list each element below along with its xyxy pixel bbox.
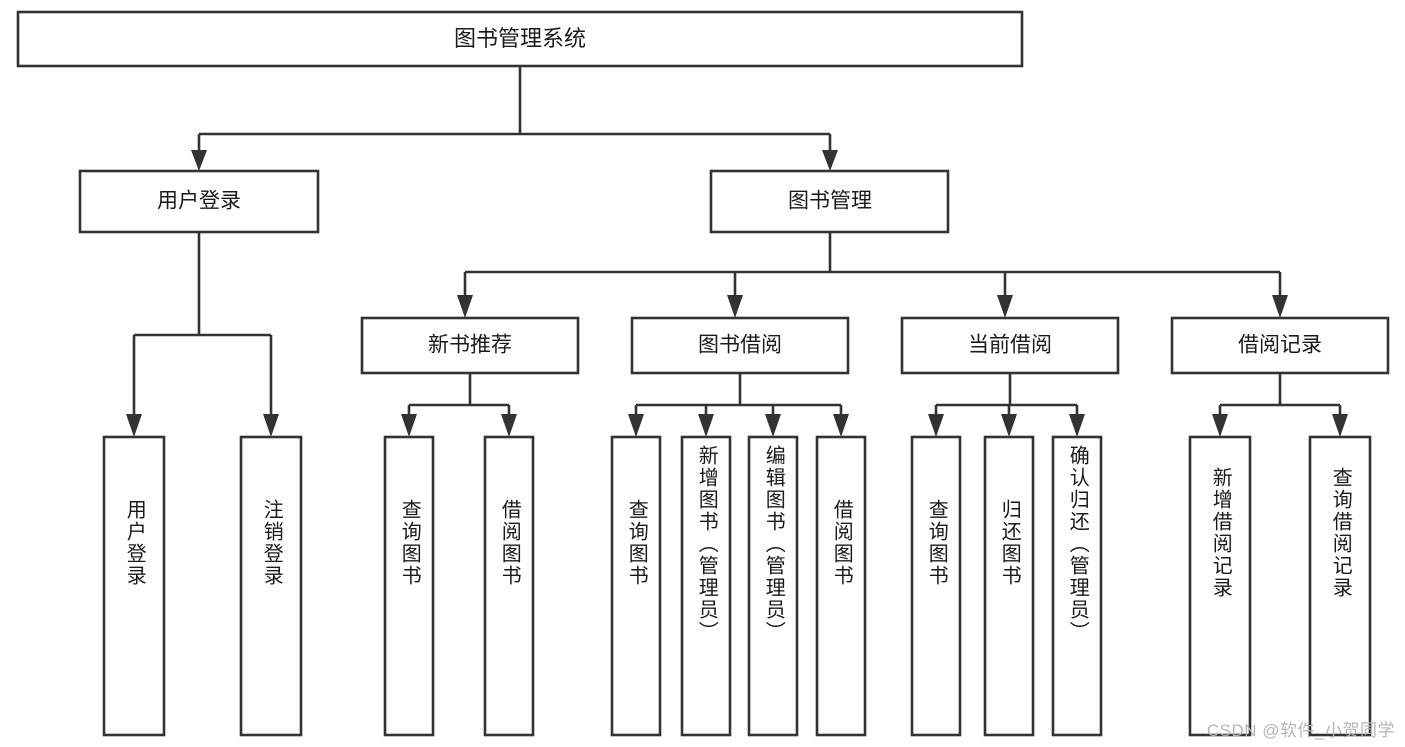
arrow-to-leaf-borrow-book-rec xyxy=(501,414,517,437)
arrow-to-book-borrow xyxy=(727,295,743,318)
node-book-mgmt-box[interactable] xyxy=(709,169,950,234)
arrow-to-book-mgmt xyxy=(822,150,838,171)
node-borrow-record-label: 借阅记录 xyxy=(1238,334,1322,357)
node-leaf-borrow-book-bor-box[interactable] xyxy=(815,435,867,737)
node-new-book-rec-box[interactable] xyxy=(360,316,580,375)
arrow-to-borrow-record xyxy=(1272,295,1288,318)
node-leaf-query-book-rec-box[interactable] xyxy=(383,435,435,737)
node-current-borrow-label: 当前借阅 xyxy=(968,334,1052,357)
node-leaf-logout-box[interactable] xyxy=(239,435,303,737)
arrow-to-leaf-add-book xyxy=(698,414,714,437)
node-new-book-rec-label: 新书推荐 xyxy=(428,334,512,357)
node-user-login-label: 用户登录 xyxy=(157,190,241,213)
node-book-mgmt[interactable]: 图书管理 xyxy=(709,169,950,234)
arrow-to-leaf-edit-book xyxy=(765,414,781,437)
node-leaf-return-book-box[interactable] xyxy=(983,435,1035,737)
arrow-to-new-book-rec xyxy=(457,295,473,318)
node-book-borrow-box[interactable] xyxy=(630,316,850,375)
node-leaf-add-record-box[interactable] xyxy=(1188,435,1252,737)
node-leaf-query-book-bor-box[interactable] xyxy=(610,435,662,737)
node-current-borrow-box[interactable] xyxy=(900,316,1120,375)
node-leaf-query-record-box[interactable] xyxy=(1308,435,1372,737)
arrow-to-leaf-query-book-rec xyxy=(401,414,417,437)
arrow-to-leaf-confirm-return xyxy=(1069,414,1085,437)
node-borrow-record[interactable]: 借阅记录 xyxy=(1170,316,1390,375)
arrow-to-leaf-query-book-cur xyxy=(928,414,944,437)
connector-layer xyxy=(126,66,1348,437)
node-book-borrow[interactable]: 图书借阅 xyxy=(630,316,850,375)
node-new-book-rec[interactable]: 新书推荐 xyxy=(360,316,580,375)
node-leaf-add-book-box[interactable] xyxy=(680,435,732,737)
node-layer: 图书管理系统 用户登录 图书管理 新书推荐 图书借阅 当前 xyxy=(16,10,1390,737)
node-leaf-user-login-box[interactable] xyxy=(102,435,166,737)
arrow-to-user-login xyxy=(191,150,207,171)
leaf-node-layer xyxy=(102,435,1372,737)
arrow-to-leaf-return-book xyxy=(1001,414,1017,437)
node-user-login[interactable]: 用户登录 xyxy=(78,169,320,234)
arrow-to-leaf-query-book-bor xyxy=(628,414,644,437)
node-current-borrow[interactable]: 当前借阅 xyxy=(900,316,1120,375)
arrow-to-current-borrow xyxy=(997,295,1013,318)
node-borrow-record-box[interactable] xyxy=(1170,316,1390,375)
node-root-box[interactable] xyxy=(16,10,1024,68)
arrow-to-leaf-logout xyxy=(263,414,279,437)
node-leaf-confirm-return-box[interactable] xyxy=(1051,435,1103,737)
csdn-watermark: CSDN @软件_小贺同学 xyxy=(1206,721,1395,740)
node-leaf-borrow-book-rec-box[interactable] xyxy=(483,435,535,737)
arrow-to-leaf-add-record xyxy=(1212,414,1228,437)
arrow-to-leaf-borrow-book-bor xyxy=(833,414,849,437)
arrow-to-leaf-query-record xyxy=(1332,414,1348,437)
node-leaf-edit-book-box[interactable] xyxy=(747,435,799,737)
node-user-login-box[interactable] xyxy=(78,169,320,234)
node-leaf-query-book-cur-box[interactable] xyxy=(910,435,962,737)
node-root[interactable]: 图书管理系统 xyxy=(16,10,1024,68)
arrow-to-leaf-user-login xyxy=(126,414,142,437)
node-root-label: 图书管理系统 xyxy=(454,26,586,51)
node-book-borrow-label: 图书借阅 xyxy=(698,334,782,357)
node-book-mgmt-label: 图书管理 xyxy=(788,190,872,213)
